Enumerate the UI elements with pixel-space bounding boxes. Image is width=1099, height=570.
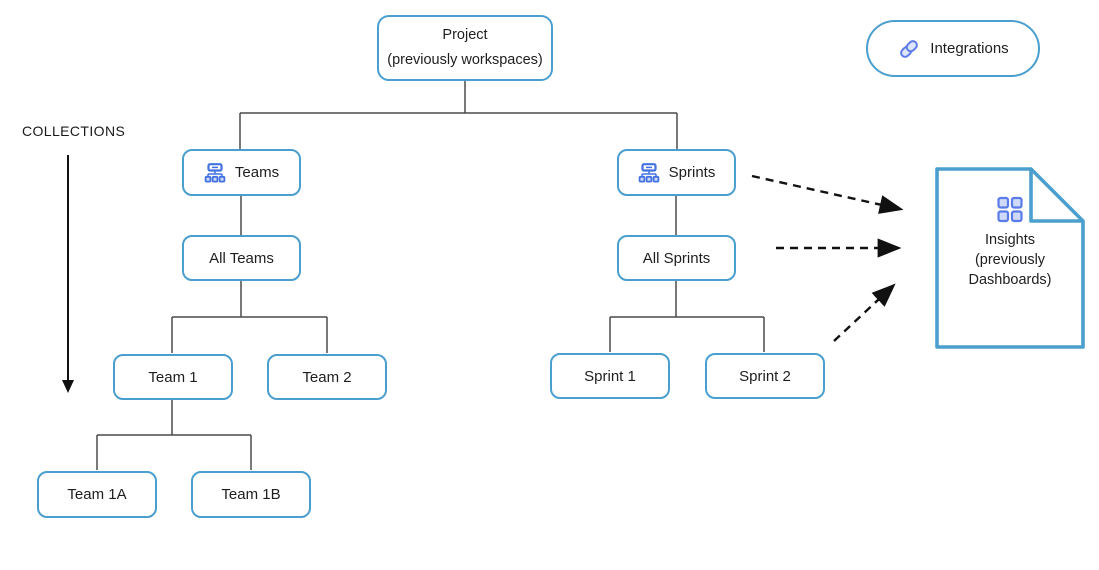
dashed-arrow-sprints-to-insights [751, 174, 904, 214]
node-sprint1-label: Sprint 1 [584, 367, 636, 385]
insights-document: Insights (previously Dashboards) [934, 166, 1086, 350]
integrations-node: Integrations [866, 20, 1040, 77]
node-project-label: Project [442, 27, 488, 44]
node-team1a: Team 1A [37, 471, 157, 518]
node-sprint1: Sprint 1 [550, 353, 670, 399]
dashed-arrow-sprint2-to-insights [833, 283, 896, 342]
hierarchy-icon [638, 162, 660, 183]
node-sprint2: Sprint 2 [705, 353, 825, 399]
node-team1a-label: Team 1A [67, 486, 127, 503]
grid-icon [997, 196, 1024, 223]
document-shape [935, 167, 1085, 349]
node-all-sprints: All Sprints [617, 235, 736, 281]
node-project-sublabel: (previously workspaces) [387, 51, 543, 68]
node-team1-label: Team 1 [148, 368, 198, 386]
node-teams: Teams [182, 149, 301, 196]
node-project: Project (previously workspaces) [377, 15, 553, 81]
insights-line2: (previously [974, 252, 1046, 268]
integrations-label: Integrations [930, 40, 1009, 57]
node-team1b: Team 1B [191, 471, 311, 518]
node-sprint2-label: Sprint 2 [739, 367, 791, 385]
node-teams-label: Teams [234, 164, 280, 181]
link-icon [897, 37, 921, 61]
node-all-teams: All Teams [182, 235, 301, 281]
insights-label: Insights (previously Dashboards) [934, 230, 1086, 290]
node-team2-label: Team 2 [302, 368, 352, 386]
collections-arrow [62, 155, 74, 393]
node-all-sprints-label: All Sprints [642, 249, 711, 267]
node-team1: Team 1 [113, 354, 233, 400]
insights-line3: Dashboards) [968, 272, 1052, 288]
node-team2: Team 2 [267, 354, 387, 400]
insights-line1: Insights [985, 232, 1035, 248]
hierarchy-icon [204, 162, 226, 183]
collections-label: COLLECTIONS [22, 123, 126, 139]
node-sprints-label: Sprints [668, 164, 716, 181]
node-all-teams-label: All Teams [209, 249, 274, 267]
node-team1b-label: Team 1B [221, 486, 281, 503]
node-sprints: Sprints [617, 149, 736, 196]
